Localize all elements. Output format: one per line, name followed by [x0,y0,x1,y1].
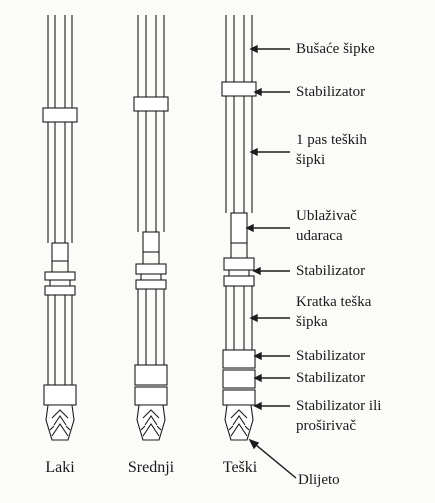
label-text: šipki [296,152,326,168]
column-title-teski: Teški [222,459,258,476]
label-kratka-teska-sipka: Kratka teška šipka [296,292,371,332]
label-stabilizator-mid: Stabilizator [296,261,365,281]
label-ublazivac-udaraca: Ublaživač udaraca [296,206,357,246]
stabilizer-srednji-4 [134,386,168,406]
label-text: Stabilizator [296,263,366,279]
stabilizer-teski-1 [221,81,257,97]
bit-laki [45,404,75,441]
leader-arrows [245,44,297,479]
stabilizer-teski-2 [223,257,255,271]
label-dlijeto: Dlijeto [298,470,340,490]
label-stabilizator-top: Stabilizator [296,82,365,102]
label-text: šipka [296,314,328,330]
label-busace-sipke: Bušaće šipke [296,39,375,59]
column-srednji-drawing [133,15,169,441]
label-text: udaraca [296,228,343,244]
bit-teski [224,404,254,441]
stabilizer-laki-2 [44,271,76,281]
column-teski-drawing [221,15,257,441]
stabilizer-teski-4 [222,369,256,389]
label-text: Bušaće šipke [296,41,375,57]
label-stabilizator-lower-1: Stabilizator [296,346,365,366]
label-text: Kratka teška [296,294,372,310]
reamer-teski [222,389,256,406]
stabilizer-srednji-2 [135,263,167,275]
stabilizer-teski-3 [222,349,256,369]
label-stabilizator-lower-2: Stabilizator [296,368,365,388]
label-text: proširivač [296,418,356,434]
label-text: 1 pas teških [296,132,367,148]
label-text: Ublaživač [296,208,357,224]
shock-sub-laki [51,242,69,262]
stabilizer-laki-3 [43,384,77,406]
stabilizer-srednji-3 [134,364,168,386]
bit-srednji [136,404,166,441]
label-text: Stabilizator [296,348,366,364]
shock-sub-teski [230,212,248,244]
stabilizer-laki-1 [42,107,78,123]
shock-sub-srednji [142,231,160,253]
column-laki-drawing [42,15,78,441]
label-text: Dlijeto [298,472,340,488]
label-stabilizator-ili-prosirivac: Stabilizator ili proširivač [296,396,381,436]
stabilizer-srednji-1 [133,96,169,112]
column-title-srednji: Srednji [127,459,175,476]
column-title-laki: Laki [45,459,75,476]
label-pas-teskih-sipki: 1 pas teških šipki [296,130,367,170]
label-text: Stabilizator [296,84,366,100]
label-text: Stabilizator [296,370,366,386]
label-text: Stabilizator ili [296,398,382,414]
